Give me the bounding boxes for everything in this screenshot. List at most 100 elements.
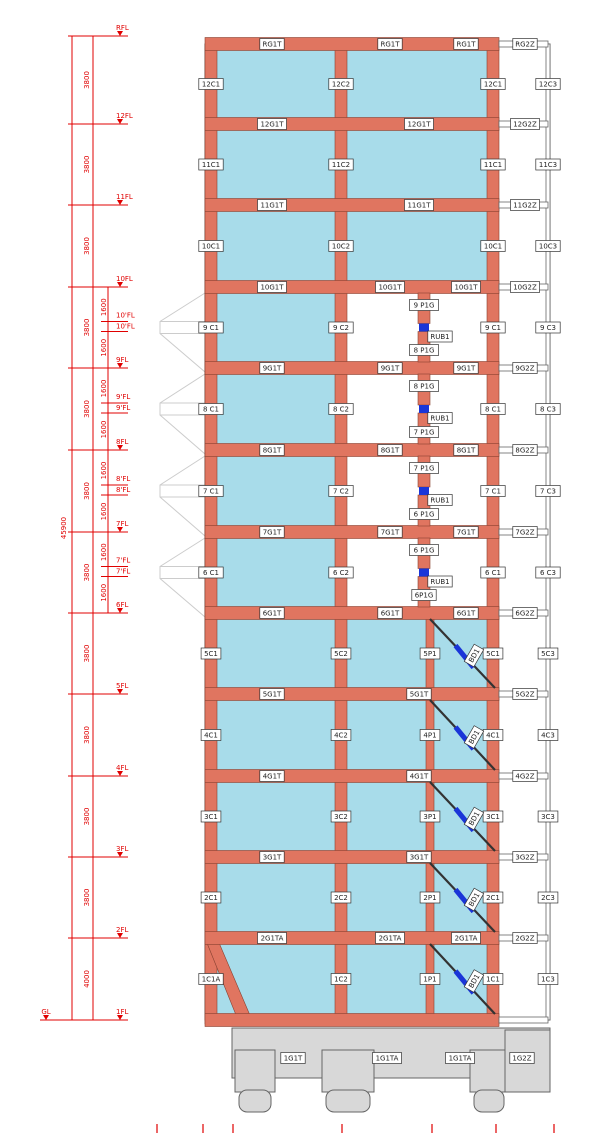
beam-label-box [451, 932, 481, 944]
mid-level-slab-outline [159, 292, 206, 373]
mid-level-label: 9'FL [116, 404, 130, 412]
beam-label: 10G1T [454, 284, 478, 292]
column-label-tag: 9 C1 [198, 321, 224, 334]
beam [204, 769, 500, 783]
beam-label-box [453, 362, 479, 374]
infill-bay [211, 613, 341, 694]
column-label-box [419, 729, 441, 741]
level-label: 9FL [116, 356, 128, 364]
sub-dim-label: 1600 [100, 421, 108, 439]
infill-bay [211, 532, 341, 613]
column-label-tag: 4C2 [330, 729, 352, 741]
level-marker [117, 445, 123, 450]
beam-label-tag: 4G1T [406, 770, 432, 782]
column-label-tag: 7 C2 [328, 485, 354, 497]
column-label: 7 C3 [540, 488, 556, 496]
isolator-label-box [427, 494, 453, 506]
gl-label: GL [41, 1008, 50, 1016]
beam-label-box [375, 932, 405, 944]
isolator-label-box [411, 589, 437, 601]
column-label-tag: 1C2 [330, 973, 352, 985]
infill-bay [211, 368, 341, 450]
column-label-box [330, 891, 352, 904]
column-label-box [419, 973, 441, 985]
column-label: 5C2 [334, 650, 348, 658]
column-label-box [537, 973, 559, 985]
beam-right [498, 1016, 549, 1024]
beam-label-tag: 11G1T [404, 199, 434, 211]
storey-dim-label: 3800 [83, 156, 91, 174]
column-label: 1C3 [541, 976, 555, 984]
beam-label: 4G1T [410, 773, 429, 781]
level-label: 10FL [116, 275, 133, 283]
beam-label-box [259, 770, 285, 782]
column-label: 5C1 [486, 650, 500, 658]
beam-label-box [257, 281, 287, 293]
beam-label-tag: 4G2Z [512, 770, 538, 782]
brace-label-tag: BD1 [463, 887, 485, 912]
beam-label-box [259, 526, 285, 538]
column-label-box [330, 810, 352, 823]
infill-bay [341, 694, 430, 776]
sub-dim-label: 1600 [100, 584, 108, 602]
level-marker [117, 771, 123, 776]
level-label: 3FL [116, 845, 128, 853]
column-label-box [535, 240, 561, 252]
beam-label-box [445, 1052, 475, 1064]
sub-dim-label: 1600 [100, 380, 108, 398]
beam-label-box [512, 932, 538, 944]
column-label: 3C2 [334, 813, 348, 821]
beam-label-box [512, 770, 538, 782]
beam-label-box [512, 38, 538, 50]
beam-label: 5G1T [410, 691, 429, 699]
column-label-tag: 7 C3 [535, 485, 561, 497]
beam-label-tag: 5G2Z [512, 688, 538, 700]
column-label: 6 C1 [485, 569, 501, 577]
column-label-tag: 8 C1 [480, 403, 506, 415]
column-label: 8 C1 [203, 406, 219, 414]
beam-label: 4G1T [263, 773, 282, 781]
column-label: 10C3 [539, 243, 557, 251]
isolator-label-tag: RUB1 [427, 494, 453, 506]
isolator-label-tag: RUB1 [427, 575, 453, 588]
mid-level-slab-outline [159, 455, 206, 537]
isolator-label-box [427, 330, 453, 343]
column-label: 7 C2 [333, 488, 349, 496]
beam-label-tag: 9G2Z [512, 362, 538, 374]
isolator-label-tag: 6P1G [411, 589, 437, 601]
beam-label-tag: RG1T [259, 38, 285, 50]
beam-label-box [404, 199, 434, 211]
beam-label: 7G2Z [515, 529, 534, 537]
storey-dim-label: 3800 [83, 889, 91, 907]
column-label-tag: 4C1 [200, 729, 222, 741]
isolator-label: 9 P1G [414, 302, 435, 310]
beam-label: RG1T [380, 41, 400, 49]
beam-label-tag: 6G1T [453, 607, 479, 619]
column-label-box [480, 403, 506, 415]
isolator-label-box [409, 462, 439, 474]
beam [204, 687, 500, 701]
beam-label-tag: 3G1T [259, 851, 285, 863]
column-label-tag: 12C2 [328, 78, 354, 90]
beam-label-tag: 2G1TA [257, 932, 287, 944]
beam-label-tag: RG1T [453, 38, 479, 50]
column-label: 5P1 [423, 650, 436, 658]
pile [238, 1089, 272, 1113]
beam-label-box [377, 362, 403, 374]
column-label-box [537, 810, 559, 823]
isolator-label: 7 P1G [414, 429, 435, 437]
infill-bay [341, 776, 430, 857]
beam-label-tag: 1G2Z [509, 1052, 535, 1064]
column-label-box [419, 891, 441, 904]
column-label: 4C1 [486, 732, 500, 740]
pile-cap [321, 1049, 375, 1093]
column-label: 7 C1 [203, 488, 219, 496]
column-label-tag: 11C3 [535, 158, 561, 171]
infill-bay [211, 694, 341, 776]
column-label-box [328, 158, 354, 171]
column-label: 2P1 [423, 894, 436, 902]
beam-label-box [377, 526, 403, 538]
beam-label-box [280, 1052, 306, 1064]
beam [204, 1013, 500, 1027]
